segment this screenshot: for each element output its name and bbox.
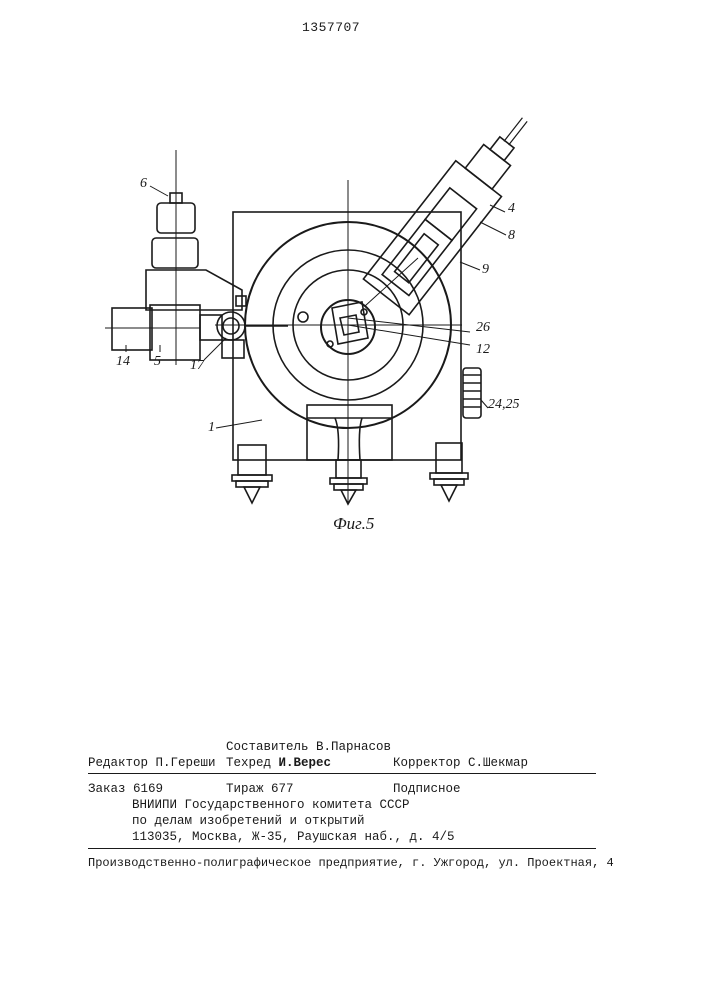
corrector: Корректор С.Шекмар <box>393 755 528 771</box>
housing-body <box>233 212 461 460</box>
label-5: 5 <box>154 354 161 370</box>
label-14: 14 <box>116 354 130 370</box>
foot-right <box>430 443 468 501</box>
order: Заказ 6169 <box>88 781 163 797</box>
label-12: 12 <box>476 342 490 358</box>
publisher: Производственно-полиграфическое предприя… <box>88 855 614 871</box>
org-line-1: ВНИИПИ Государственного комитета СССР <box>132 797 410 813</box>
label-17: 17 <box>190 358 204 374</box>
subscription: Подписное <box>393 781 461 797</box>
left-arm <box>112 308 152 350</box>
adjust-knob <box>463 368 481 418</box>
divider-1 <box>88 773 596 774</box>
compiler: Составитель В.Парнасов <box>226 739 391 755</box>
label-6: 6 <box>140 176 147 192</box>
techred-name: И.Верес <box>279 756 332 770</box>
label-8: 8 <box>508 228 515 244</box>
editor: Редактор П.Гереши <box>88 755 216 771</box>
label-26: 26 <box>476 320 490 336</box>
specimen-square <box>332 302 368 344</box>
label-9: 9 <box>482 262 489 278</box>
technical-drawing <box>0 0 707 560</box>
techred: Техред И.Верес <box>226 755 331 771</box>
circulation: Тираж 677 <box>226 781 294 797</box>
support-block <box>307 405 392 460</box>
label-24-25: 24,25 <box>488 397 520 413</box>
label-1: 1 <box>208 420 215 436</box>
foot-left <box>232 445 272 503</box>
org-line-3: 113035, Москва, Ж-35, Раушская наб., д. … <box>132 829 455 845</box>
techred-prefix: Техред <box>226 756 279 770</box>
pivot-17 <box>217 312 245 340</box>
label-4: 4 <box>508 201 515 217</box>
figure-caption: Фиг.5 <box>333 514 374 534</box>
divider-2 <box>88 848 596 849</box>
org-line-2: по делам изобретений и открытий <box>132 813 365 829</box>
